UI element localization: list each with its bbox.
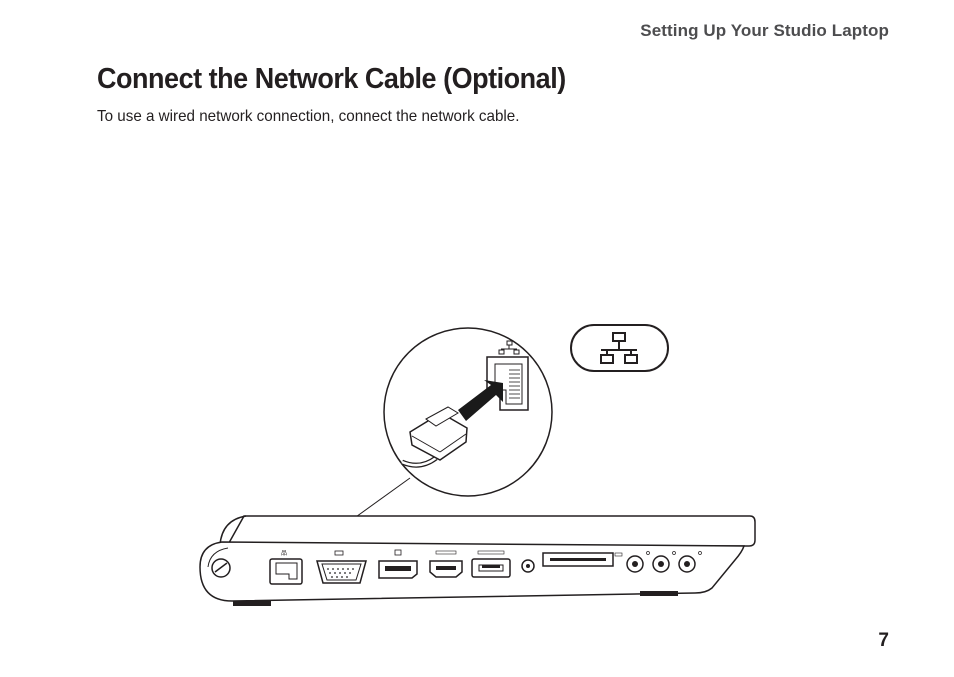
audio-ports [626,551,702,573]
intro-text: To use a wired network connection, conne… [97,108,520,125]
laptop-side-view: 品 [199,515,756,606]
page-title: Connect the Network Cable (Optional) [97,63,566,95]
port-network-icon [498,340,520,355]
displayport [378,549,418,579]
page-number: 7 [878,630,889,651]
network-icon [570,324,669,372]
svg-text:品: 品 [281,550,287,557]
media-card-reader [542,552,623,567]
running-header: Setting Up Your Studio Laptop [640,21,889,40]
esata-usb-port [471,550,511,578]
zoom-circle [383,327,553,497]
arrow-icon [458,380,503,421]
hdmi-port [429,550,463,578]
vga-port [316,550,367,584]
